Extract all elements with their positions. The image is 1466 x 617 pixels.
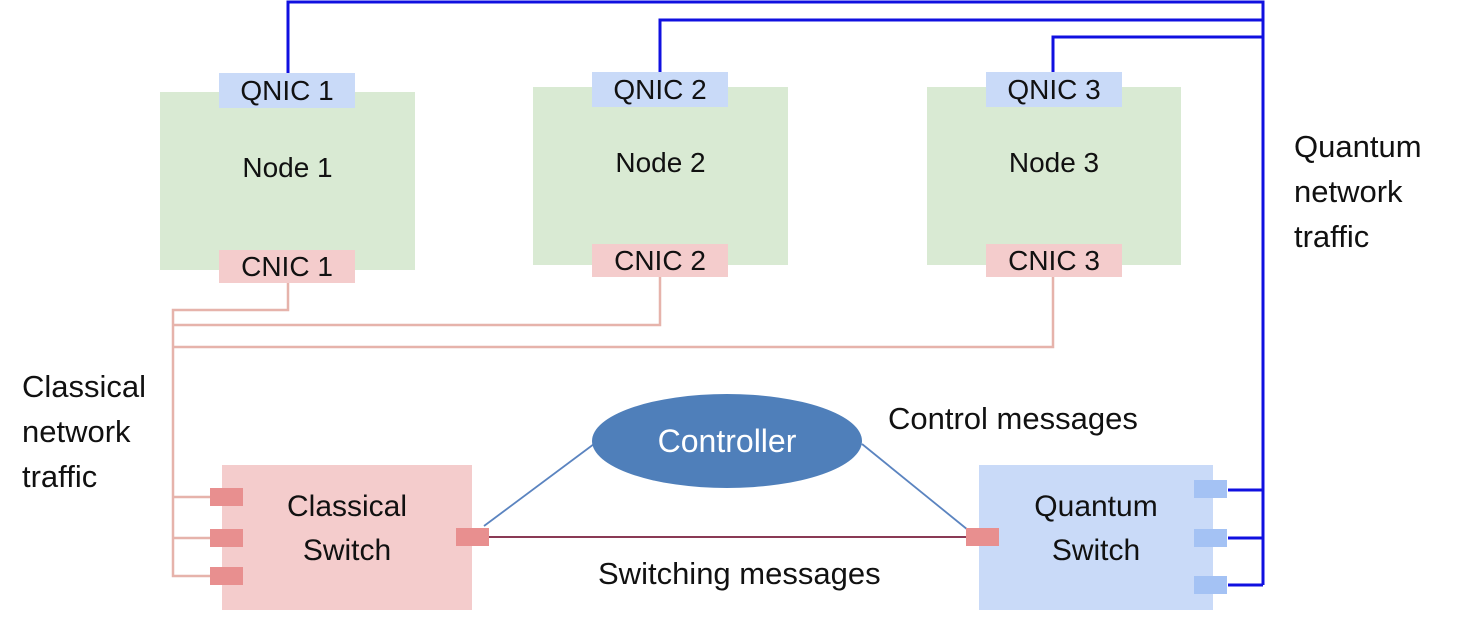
qnic-1: QNIC 1 xyxy=(219,73,355,108)
quantum-switch-port-2 xyxy=(1194,529,1227,547)
node-3: Node 3 xyxy=(927,87,1181,265)
quantum-traffic-label: Quantum network traffic xyxy=(1294,124,1422,259)
quantum-switch: Quantum Switch xyxy=(979,465,1213,610)
controller: Controller xyxy=(592,394,862,488)
quantum-link-qnic3 xyxy=(1051,35,1263,72)
node-2-label: Node 2 xyxy=(615,147,706,178)
quantum-switch-control-port xyxy=(966,528,999,546)
quantum-traffic-line3: traffic xyxy=(1294,219,1370,254)
quantum-links xyxy=(286,0,1265,587)
classical-links xyxy=(171,277,1055,578)
classical-switch-port-3 xyxy=(210,567,243,585)
controller-to-quantum-switch xyxy=(861,443,969,531)
quantum-switch-label-line1: Quantum xyxy=(1034,490,1158,523)
classical-switch-label-line2: Switch xyxy=(302,534,392,567)
classical-switch-port-1 xyxy=(210,488,243,506)
cnic-3: CNIC 3 xyxy=(986,244,1122,277)
classical-switch-control-port xyxy=(456,528,489,546)
classical-traffic-label: Classical network traffic xyxy=(22,364,146,499)
controller-links xyxy=(483,443,969,531)
quantum-link-qnic2 xyxy=(658,18,1263,72)
controller-label: Controller xyxy=(657,422,797,459)
qnic-3: QNIC 3 xyxy=(986,72,1122,107)
cnic-1: CNIC 1 xyxy=(219,250,355,283)
cnic-2: CNIC 2 xyxy=(592,244,728,277)
quantum-traffic-line1: Quantum xyxy=(1294,129,1422,164)
classical-switch-port-2 xyxy=(210,529,243,547)
classical-traffic-line3: traffic xyxy=(22,459,98,494)
node-1-label: Node 1 xyxy=(242,152,333,183)
node-2: Node 2 xyxy=(533,87,788,265)
classical-traffic-line2: network xyxy=(22,414,131,449)
classical-link-cnic1 xyxy=(171,283,290,578)
classical-switch-label-line1: Classical xyxy=(286,490,408,523)
switching-messages-label: Switching messages xyxy=(598,556,881,591)
quantum-switch-label: Quantum Switch xyxy=(1016,485,1176,573)
node-1: Node 1 xyxy=(160,92,415,270)
controller-to-classical-switch xyxy=(483,443,595,527)
quantum-traffic-line2: network xyxy=(1294,174,1403,209)
classical-link-cnic3 xyxy=(173,277,1055,349)
node-3-label: Node 3 xyxy=(1008,147,1100,178)
classical-traffic-line1: Classical xyxy=(22,369,147,404)
classical-switch-label: Classical Switch xyxy=(267,485,427,573)
classical-link-cnic2 xyxy=(173,277,662,327)
quantum-switch-port-3 xyxy=(1194,576,1227,594)
quantum-switch-label-line2: Switch xyxy=(1051,534,1141,567)
quantum-switch-port-1 xyxy=(1194,480,1227,498)
control-messages-label: Control messages xyxy=(888,401,1138,436)
qnic-2: QNIC 2 xyxy=(592,72,728,107)
classical-switch: Classical Switch xyxy=(222,465,472,610)
quantum-link-qnic1 xyxy=(286,0,1265,585)
